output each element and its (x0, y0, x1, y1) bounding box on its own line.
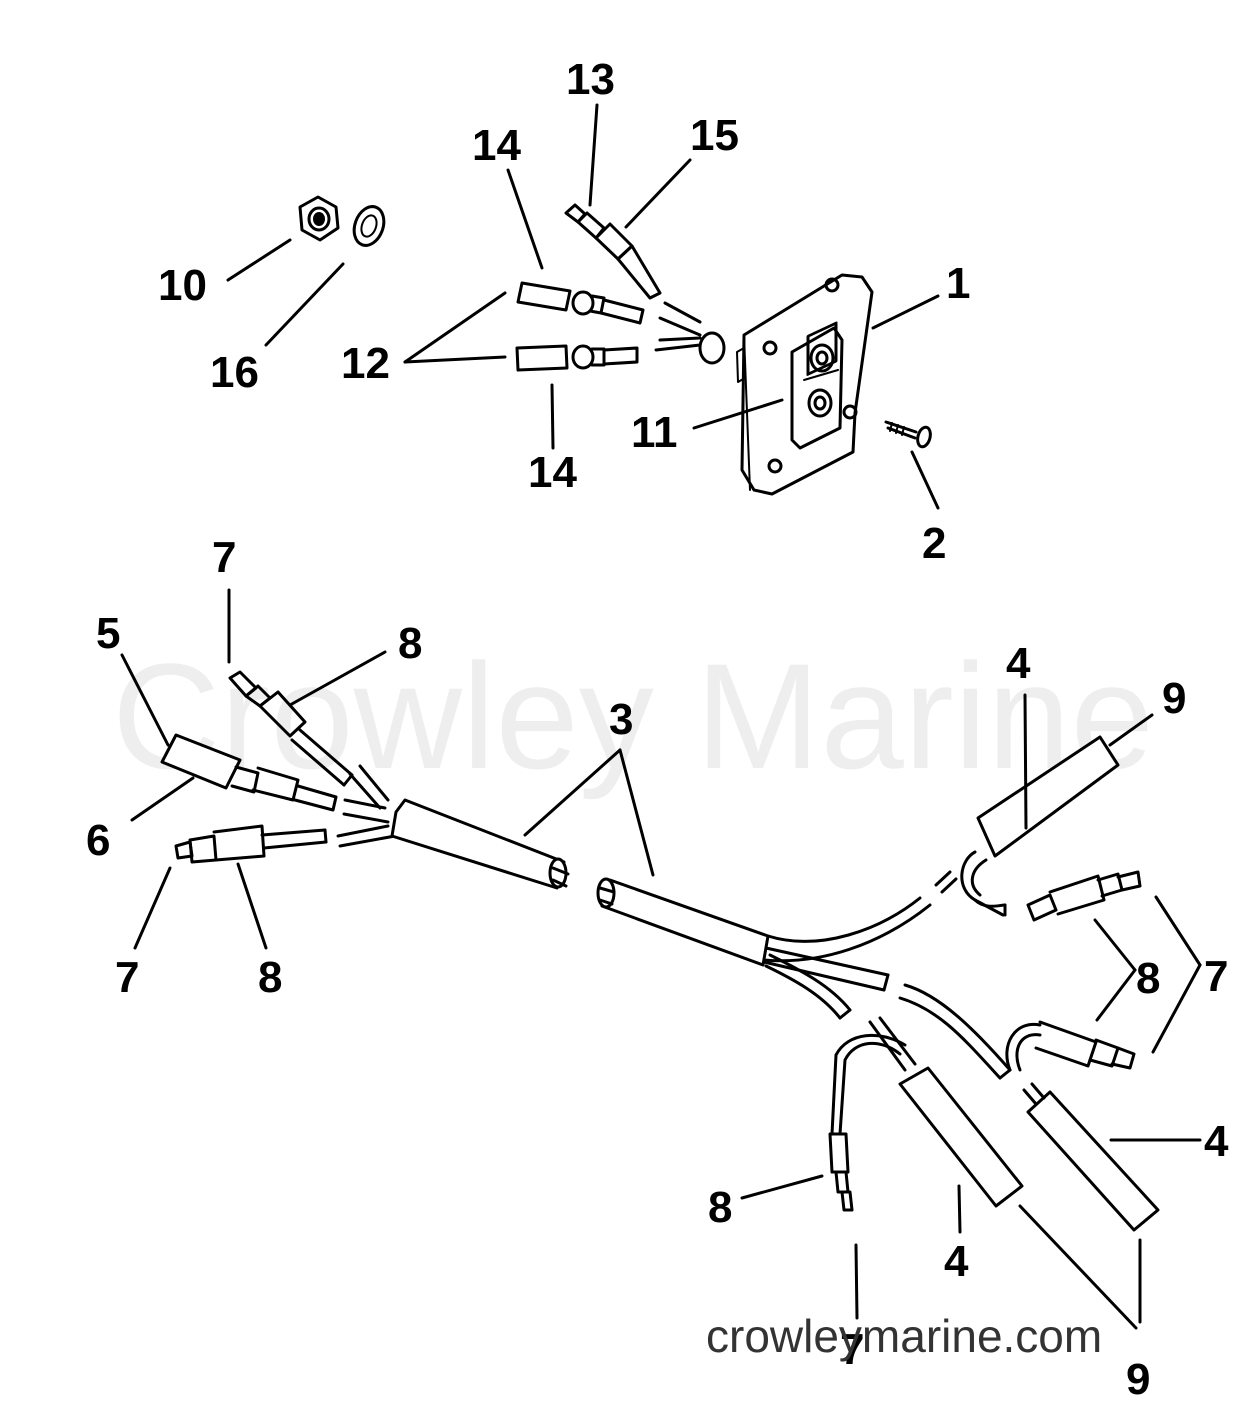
panel-leads (654, 301, 726, 365)
leader-12-a (403, 291, 507, 364)
callout-14-bottom: 14 (528, 448, 577, 497)
harness-lead-right-lower (898, 983, 1042, 1080)
leader-3-a (523, 748, 622, 837)
leader-9-b (1018, 1204, 1138, 1330)
watermark-text: Crowley Marine (112, 632, 1154, 800)
callout-7-c: 7 (1204, 952, 1228, 1001)
harness-terminal-right-lower (1034, 1020, 1136, 1070)
callout-9-b: 9 (1126, 1355, 1150, 1404)
callout-4-c: 4 (944, 1237, 969, 1286)
harness-sleeve-upper-right (934, 735, 1120, 917)
leader-9-a (1108, 713, 1154, 747)
harness-terminal-right-upper (1026, 870, 1142, 922)
leader-8-b (236, 862, 268, 950)
leader-3-b (618, 748, 655, 877)
callout-10: 10 (158, 261, 207, 310)
callout-12: 12 (341, 339, 390, 388)
leader-8-a (288, 650, 387, 707)
toggle-switch (790, 321, 844, 450)
callout-8-a: 8 (398, 619, 422, 668)
callout-16: 16 (210, 348, 259, 397)
leader-13 (588, 103, 599, 207)
leader-5 (120, 653, 170, 747)
callout-8-c: 8 (1136, 954, 1160, 1003)
leader-2 (910, 450, 940, 510)
callout-8-d: 8 (708, 1183, 732, 1232)
callout-15: 15 (690, 111, 739, 160)
leader-14-bottom (550, 383, 555, 450)
leader-8-c1 (1093, 918, 1137, 972)
callout-11: 11 (631, 408, 678, 457)
callout-9-a: 9 (1162, 674, 1186, 723)
callout-4-b: 4 (1204, 1117, 1229, 1166)
bullet-terminal-lower (515, 344, 639, 372)
leader-10 (226, 238, 292, 282)
leader-6 (130, 776, 195, 822)
callout-7-d: 7 (840, 1325, 864, 1374)
leader-12-b (403, 355, 507, 364)
leader-4-c (957, 1184, 962, 1234)
leader-4-a (1023, 693, 1028, 830)
leader-15 (624, 158, 692, 229)
harness-sleeve-lower-right (1022, 1082, 1160, 1232)
harness-terminal-left-upper (228, 670, 354, 787)
callout-7-b: 7 (115, 953, 139, 1002)
harness-main-left (390, 798, 570, 890)
washer-part (352, 205, 386, 247)
harness-sleeve-left (160, 733, 338, 812)
leader-8-d (740, 1174, 824, 1200)
screw-part (884, 420, 932, 449)
harness-main-right (596, 877, 932, 1020)
leader-16 (264, 262, 345, 347)
leader-8-c2 (1095, 968, 1137, 1022)
callout-1: 1 (946, 259, 970, 308)
harness-sleeve-lower-middle (828, 1016, 1024, 1212)
leader-7-c2 (1151, 963, 1202, 1054)
watermark-url: crowleymarine.com (706, 1310, 1102, 1362)
callout-13: 13 (566, 55, 615, 104)
callout-14-top: 14 (472, 121, 521, 170)
leader-14-top (506, 168, 544, 270)
harness-wire-stubs-left (336, 764, 397, 848)
terminal-connector-top (564, 203, 662, 300)
leader-7-c1 (1154, 895, 1202, 967)
callout-5: 5 (96, 609, 120, 658)
callout-2: 2 (922, 519, 946, 568)
harness-terminal-left-lower (174, 824, 328, 864)
bullet-terminal-upper (516, 281, 645, 325)
leader-11 (692, 398, 784, 430)
nut-part (298, 195, 340, 242)
leader-1 (871, 294, 940, 330)
leader-7-d (854, 1243, 859, 1320)
callout-4-a: 4 (1006, 639, 1031, 688)
callout-7-a: 7 (212, 533, 236, 582)
callout-3: 3 (609, 695, 633, 744)
callout-8-b: 8 (258, 953, 282, 1002)
leader-7-b (133, 866, 172, 950)
callout-6: 6 (86, 816, 110, 865)
